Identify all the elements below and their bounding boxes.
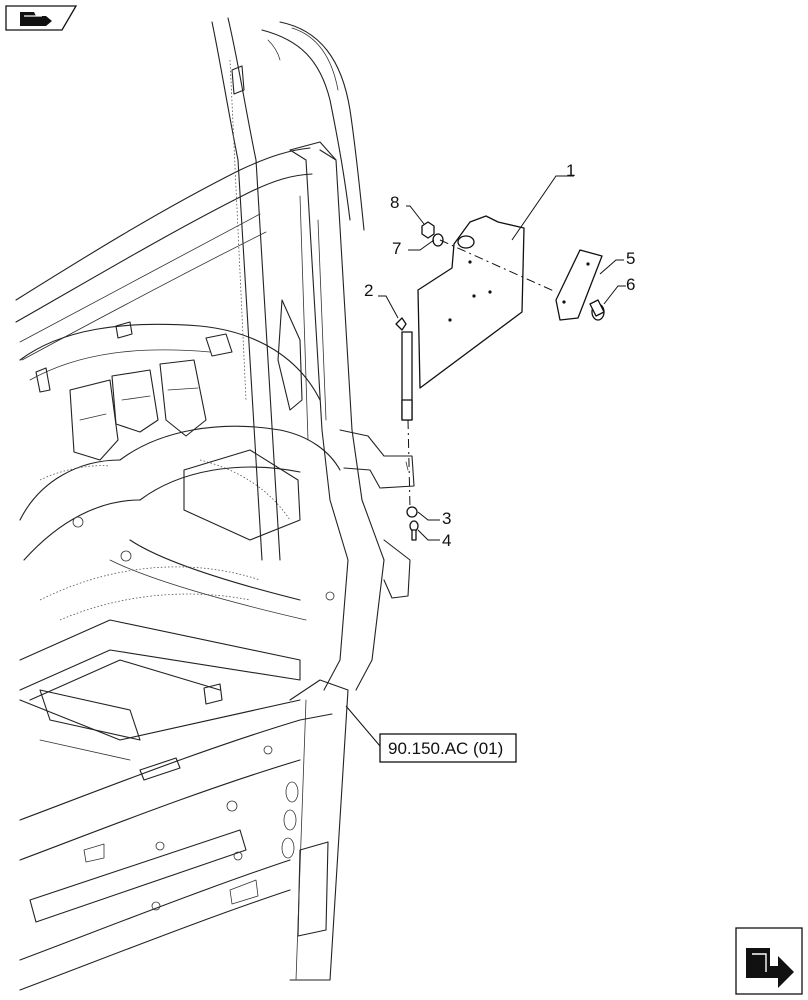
nut — [421, 221, 435, 239]
callout-6: 6 — [603, 275, 635, 305]
book-arrow-icon[interactable] — [5, 5, 78, 31]
callout-label: 6 — [626, 275, 635, 294]
callout-1: 1 — [511, 161, 575, 241]
clamp-plate — [555, 249, 603, 321]
rod — [395, 317, 413, 421]
reference-label: 90.150.AC (01) — [388, 739, 503, 758]
callout-label: 3 — [442, 509, 451, 528]
cab-frame-drawing — [15, 17, 415, 991]
callout-label: 1 — [566, 161, 575, 180]
screw — [409, 520, 419, 541]
callout-3: 3 — [417, 509, 451, 528]
callout-2: 2 — [364, 281, 399, 319]
callout-7: 7 — [392, 239, 435, 258]
callout-4: 4 — [417, 529, 451, 550]
callout-label: 8 — [390, 193, 399, 212]
center-line — [439, 239, 557, 293]
washer-lower — [406, 506, 418, 518]
bolt — [589, 299, 605, 321]
reference-link[interactable]: 90.150.AC (01) — [345, 705, 517, 763]
next-page-arrow-icon[interactable] — [735, 927, 803, 995]
callout-label: 2 — [364, 281, 373, 300]
washer — [432, 233, 444, 247]
callout-8: 8 — [390, 193, 425, 225]
center-line — [407, 419, 411, 509]
callout-5: 5 — [599, 249, 635, 275]
callout-label: 5 — [626, 249, 635, 268]
bracket-plate — [417, 215, 525, 389]
callout-label: 4 — [442, 531, 451, 550]
callout-label: 7 — [392, 239, 401, 258]
